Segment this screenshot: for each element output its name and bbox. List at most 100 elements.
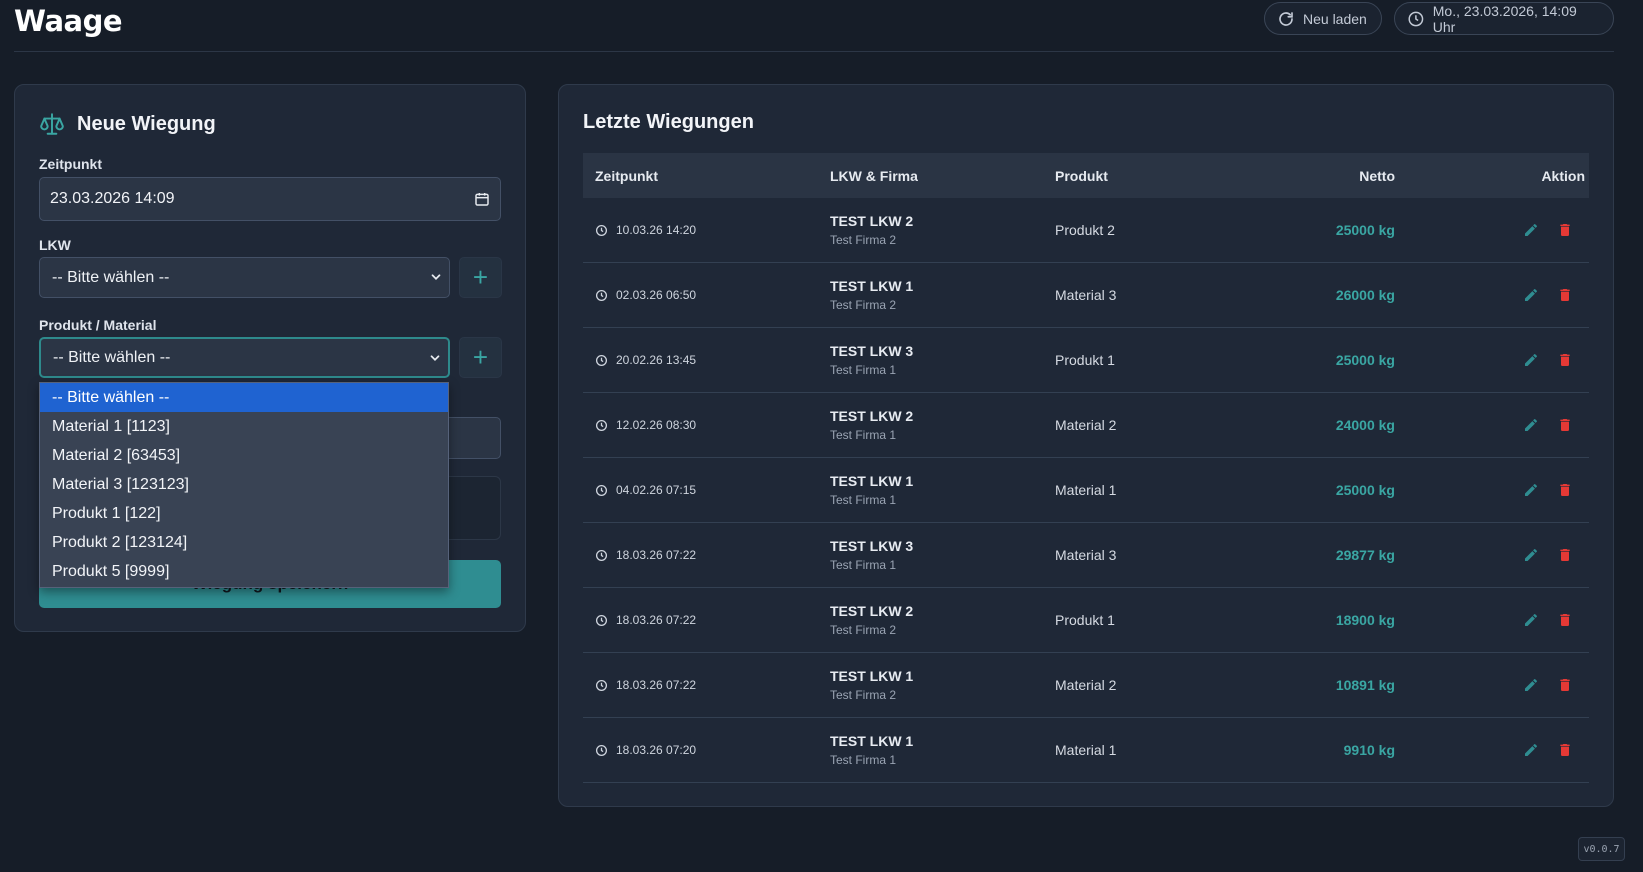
add-lkw-button[interactable]: + <box>459 257 502 298</box>
pencil-icon[interactable] <box>1523 677 1539 693</box>
clock-icon <box>595 549 608 561</box>
clock-icon <box>595 419 608 431</box>
row-actions <box>1395 222 1589 238</box>
dropdown-option[interactable]: Produkt 5 [9999] <box>52 562 170 580</box>
trash-icon[interactable] <box>1557 742 1573 758</box>
pencil-icon[interactable] <box>1523 417 1539 433</box>
table-row: 04.02.26 07:15 TEST LKW 1 Test Firma 1 M… <box>583 458 1589 523</box>
row-time-text: 18.03.26 07:22 <box>616 678 697 692</box>
app-title: Waage <box>14 4 123 38</box>
dropdown-option[interactable]: Produkt 1 [122] <box>52 504 161 522</box>
table-row: 18.03.26 07:22 TEST LKW 2 Test Firma 2 P… <box>583 588 1589 653</box>
scale-icon <box>40 113 64 135</box>
dropdown-option[interactable]: Produkt 2 [123124] <box>52 533 188 551</box>
reload-button[interactable]: Neu laden <box>1264 2 1382 35</box>
row-lkw-name: TEST LKW 2 <box>830 213 914 229</box>
trash-icon[interactable] <box>1557 612 1573 628</box>
row-netto: 25000 kg <box>1335 352 1395 368</box>
row-time-text: 20.02.26 13:45 <box>616 353 697 367</box>
table-row: 20.02.26 13:45 TEST LKW 3 Test Firma 1 P… <box>583 328 1589 393</box>
trash-icon[interactable] <box>1557 547 1573 563</box>
row-produkt: Produkt 2 <box>1055 222 1115 238</box>
row-lkw: TEST LKW 3 Test Firma 1 <box>830 343 1055 377</box>
clock-icon <box>595 614 608 626</box>
row-actions <box>1395 482 1589 498</box>
trash-icon[interactable] <box>1557 417 1573 433</box>
table-row: 12.02.26 08:30 TEST LKW 2 Test Firma 1 M… <box>583 393 1589 458</box>
dropdown-option[interactable]: Material 2 [63453] <box>52 446 181 464</box>
pencil-icon[interactable] <box>1523 742 1539 758</box>
clock-icon <box>595 289 608 301</box>
row-time: 18.03.26 07:20 <box>583 743 830 757</box>
row-actions <box>1395 547 1589 563</box>
row-time: 04.02.26 07:15 <box>583 483 830 497</box>
table-row: 02.03.26 06:50 TEST LKW 1 Test Firma 2 M… <box>583 263 1589 328</box>
row-firma-name: Test Firma 1 <box>830 753 897 767</box>
pencil-icon[interactable] <box>1523 222 1539 238</box>
dropdown-option[interactable]: Material 3 [123123] <box>52 475 189 493</box>
row-time-text: 02.03.26 06:50 <box>616 288 697 302</box>
clock-icon <box>595 744 608 756</box>
trash-icon[interactable] <box>1557 677 1573 693</box>
dropdown-option[interactable]: -- Bitte wählen -- <box>40 383 448 412</box>
row-firma-name: Test Firma 2 <box>830 233 897 247</box>
row-produkt: Material 2 <box>1055 677 1117 693</box>
produkt-label: Produkt / Material <box>39 317 157 333</box>
table-header: Zeitpunkt LKW & Firma Produkt Netto Akti… <box>583 153 1589 198</box>
pencil-icon[interactable] <box>1523 612 1539 628</box>
row-netto: 29877 kg <box>1335 547 1395 563</box>
add-produkt-button[interactable]: + <box>459 337 502 378</box>
row-time: 02.03.26 06:50 <box>583 288 830 302</box>
row-lkw: TEST LKW 1 Test Firma 2 <box>830 668 1055 702</box>
trash-icon[interactable] <box>1557 352 1573 368</box>
version-badge: v0.0.7 <box>1578 837 1625 861</box>
row-produkt: Material 3 <box>1055 287 1117 303</box>
row-firma-name: Test Firma 1 <box>830 428 897 442</box>
col-produkt: Produkt <box>1055 167 1108 184</box>
dropdown-option[interactable]: Material 1 [1123] <box>52 417 170 435</box>
table-row: 18.03.26 07:20 TEST LKW 1 Test Firma 1 M… <box>583 718 1589 783</box>
row-lkw: TEST LKW 2 Test Firma 2 <box>830 603 1055 637</box>
clock-icon <box>595 679 608 691</box>
clock-icon <box>1408 11 1424 26</box>
produkt-dropdown-list: -- Bitte wählen -- Material 1 [1123] Mat… <box>39 382 449 588</box>
lkw-label: LKW <box>39 237 71 253</box>
row-time-text: 18.03.26 07:22 <box>616 613 697 627</box>
row-time: 20.02.26 13:45 <box>583 353 830 367</box>
zeitpunkt-value: 23.03.2026 14:09 <box>50 190 175 207</box>
lkw-select[interactable]: -- Bitte wählen -- <box>39 257 450 298</box>
row-netto: 24000 kg <box>1335 417 1395 433</box>
recent-weighings-card: Letzte Wiegungen Zeitpunkt LKW & Firma P… <box>558 84 1614 807</box>
pencil-icon[interactable] <box>1523 352 1539 368</box>
row-actions <box>1395 677 1589 693</box>
trash-icon[interactable] <box>1557 287 1573 303</box>
row-lkw: TEST LKW 1 Test Firma 1 <box>830 473 1055 507</box>
row-lkw-name: TEST LKW 1 <box>830 278 914 294</box>
row-time-text: 10.03.26 14:20 <box>616 223 697 237</box>
lkw-select-value: -- Bitte wählen -- <box>52 268 170 286</box>
row-netto: 10891 kg <box>1335 677 1395 693</box>
row-lkw: TEST LKW 2 Test Firma 2 <box>830 213 1055 247</box>
row-produkt: Produkt 1 <box>1055 352 1115 368</box>
row-firma-name: Test Firma 1 <box>830 363 897 377</box>
row-produkt: Material 3 <box>1055 547 1117 563</box>
pencil-icon[interactable] <box>1523 482 1539 498</box>
row-actions <box>1395 742 1589 758</box>
zeitpunkt-label: Zeitpunkt <box>39 156 102 172</box>
trash-icon[interactable] <box>1557 222 1573 238</box>
table-body: 10.03.26 14:20 TEST LKW 2 Test Firma 2 P… <box>583 198 1589 783</box>
row-firma-name: Test Firma 2 <box>830 623 897 637</box>
calendar-icon[interactable] <box>474 191 490 207</box>
trash-icon[interactable] <box>1557 482 1573 498</box>
row-lkw: TEST LKW 3 Test Firma 1 <box>830 538 1055 572</box>
app-header: Waage Neu laden Mo., 23.03.2026, 14:09 U… <box>14 0 1614 52</box>
form-title-text: Neue Wiegung <box>77 112 216 135</box>
row-time: 18.03.26 07:22 <box>583 678 830 692</box>
produkt-select[interactable]: -- Bitte wählen -- <box>39 337 450 378</box>
row-firma-name: Test Firma 2 <box>830 688 897 702</box>
table-row: 10.03.26 14:20 TEST LKW 2 Test Firma 2 P… <box>583 198 1589 263</box>
pencil-icon[interactable] <box>1523 287 1539 303</box>
pencil-icon[interactable] <box>1523 547 1539 563</box>
zeitpunkt-input[interactable]: 23.03.2026 14:09 <box>39 177 501 221</box>
row-time-text: 04.02.26 07:15 <box>616 483 697 497</box>
